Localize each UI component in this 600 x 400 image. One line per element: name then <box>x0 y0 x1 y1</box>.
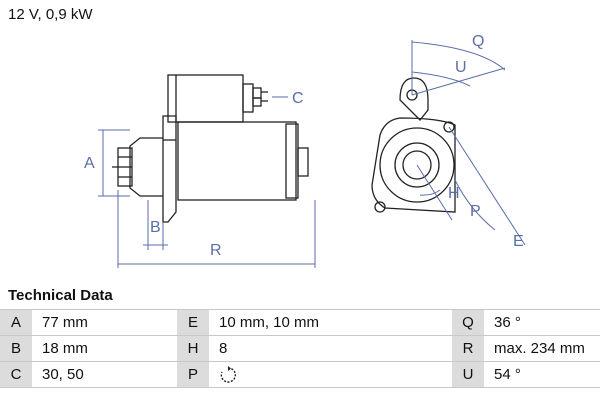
front-housing <box>379 127 455 203</box>
table-key: C <box>0 361 32 388</box>
table-value <box>209 361 452 388</box>
technical-data-table: A 77 mm E 10 mm, 10 mm Q 36 ° B 18 mm H … <box>0 309 600 388</box>
table-value: 18 mm <box>32 335 177 362</box>
dim-label-e: E <box>513 233 524 250</box>
table-value: 30, 50 <box>32 361 177 388</box>
table-row: C 30, 50 P U 54 ° <box>0 361 600 388</box>
table-row: A 77 mm E 10 mm, 10 mm Q 36 ° <box>0 309 600 336</box>
dim-label-p: P <box>470 203 481 220</box>
table-key: B <box>0 335 32 362</box>
voltage-power-spec: 12 V, 0,9 kW <box>8 6 93 23</box>
dim-label-b: B <box>150 219 161 236</box>
dim-label-a: A <box>84 155 95 172</box>
mount-hole-left <box>374 201 386 213</box>
table-key: H <box>177 335 209 362</box>
front-top-lug <box>399 77 429 121</box>
rotation-clockwise-icon <box>220 365 236 383</box>
dim-label-u: U <box>455 59 467 76</box>
table-value: 54 ° <box>484 361 600 388</box>
table-value: 36 ° <box>484 309 600 336</box>
technical-data-title: Technical Data <box>8 287 113 304</box>
table-key: P <box>177 361 209 388</box>
table-value: 77 mm <box>32 309 177 336</box>
table-value: max. 234 mm <box>484 335 600 362</box>
front-flange <box>371 117 456 213</box>
table-key: Q <box>452 309 484 336</box>
dim-label-h: H <box>448 185 460 202</box>
dim-label-q: Q <box>472 33 484 50</box>
table-key: U <box>452 361 484 388</box>
starter-motor-drawing: A B C R Q U H P E <box>84 33 526 268</box>
table-key: E <box>177 309 209 336</box>
dim-label-r: R <box>210 242 222 259</box>
table-key: A <box>0 309 32 336</box>
mount-hole-right <box>443 121 455 133</box>
motor-body <box>177 121 297 201</box>
table-value: 10 mm, 10 mm <box>209 309 452 336</box>
mounting-flange <box>162 115 177 223</box>
dim-label-c: C <box>292 90 304 107</box>
solenoid-body <box>167 74 244 123</box>
table-row: B 18 mm H 8 R max. 234 mm <box>0 335 600 362</box>
table-value: 8 <box>209 335 452 362</box>
table-key: R <box>452 335 484 362</box>
